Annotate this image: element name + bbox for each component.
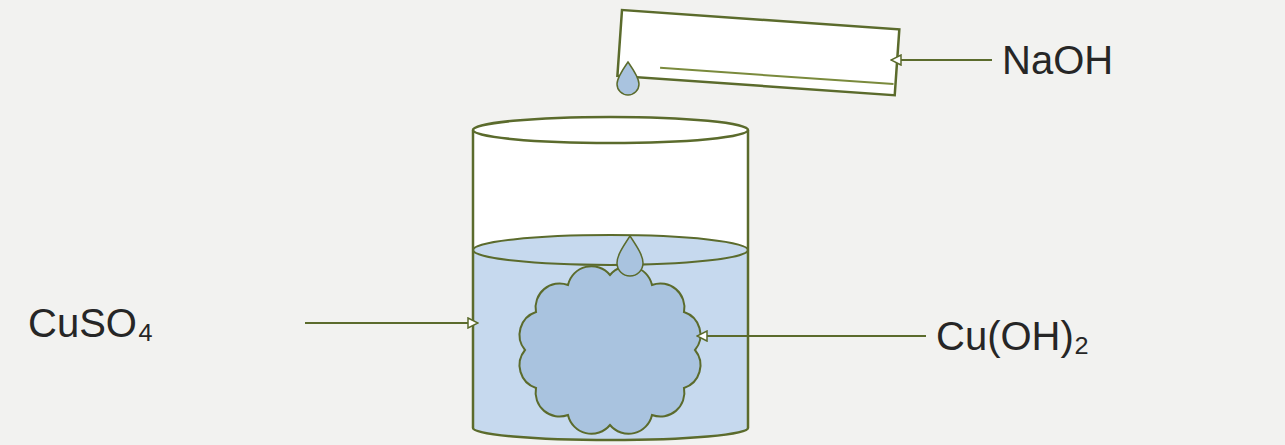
test-tube-body [617,10,899,95]
beaker-rim [473,117,748,143]
leader-line [305,322,478,324]
leader-line [697,335,926,337]
drop [617,236,643,276]
tube-liquid-level [660,68,893,84]
leader-line [891,59,992,61]
beaker-wall [473,130,748,440]
solution [473,235,748,440]
beaker-body [473,130,748,440]
falling-drop [617,62,639,95]
precipitate-cloud [520,266,701,434]
formula-label: NaOH [1002,37,1113,83]
formula-label: Cu(OH)₂ [936,313,1089,359]
liquid-surface [473,235,748,265]
test-tube [617,10,899,95]
formula-label: CuSO₄ [28,300,153,346]
